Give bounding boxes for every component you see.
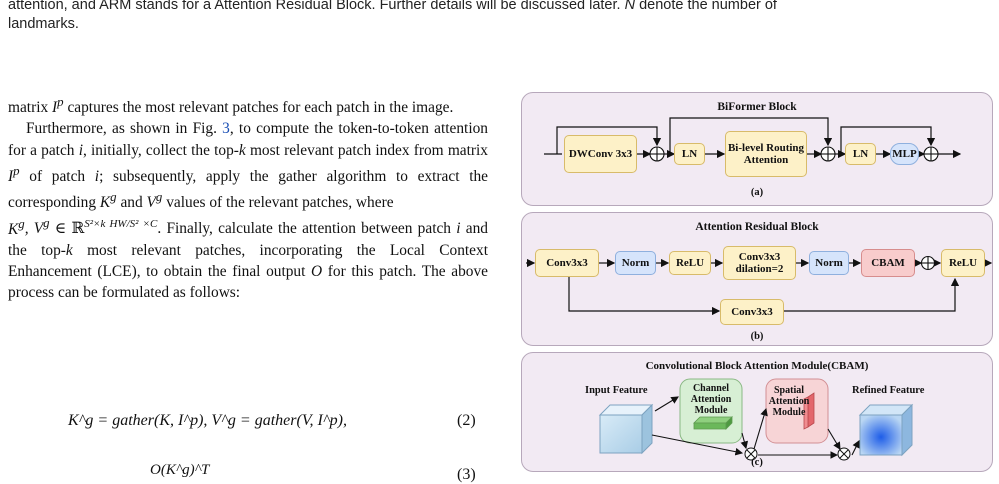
mlp-block: MLP	[890, 143, 919, 165]
panel-c-title: Convolutional Block Attention Module(CBA…	[645, 360, 869, 372]
symbol-kg-base: K	[99, 194, 111, 212]
symbol-vg: Vg	[146, 190, 163, 212]
symbol-k: k	[238, 141, 246, 159]
symbol-kg-sup: g	[110, 190, 117, 205]
text-span: for this patch. The above process can be…	[8, 262, 488, 302]
symbol-kg: Kg	[99, 190, 117, 212]
text-span: values of the relevant patches, where	[162, 194, 394, 212]
panel-attention-residual: Attention Residual Block Conv3x3 Norm Re…	[521, 212, 993, 346]
input-feature-label: Input Feature	[585, 385, 648, 396]
equation-3-number: (3)	[457, 466, 476, 483]
symbol-vg-base: V	[146, 194, 156, 212]
text-span: of patch	[19, 167, 95, 185]
relu-block-2: ReLU	[941, 249, 985, 277]
panel-a-title: BiFormer Block	[717, 101, 797, 113]
refined-feature-cube	[858, 403, 914, 457]
paragraph-1: matrix Ip captures the most relevant pat…	[8, 92, 488, 118]
real-space-exponent: S²×k HW/S² ×C	[84, 218, 158, 231]
figure-caption: attention, and ARM stands for a Attentio…	[8, 0, 993, 34]
panel-c-label: (c)	[751, 457, 763, 468]
input-feature-cube	[598, 403, 654, 455]
panel-cbam: Convolutional Block Attention Module(CBA…	[521, 352, 993, 472]
text-span: and the top-	[8, 220, 488, 259]
symbol-ip-sup: p	[13, 163, 20, 178]
symbol-ip: Ip	[8, 164, 20, 185]
panel-biformer: BiFormer Block DWConv 3x3 LN Bi-level Ro…	[521, 92, 993, 206]
routing-attention-block: Bi-level Routing Attention	[725, 131, 807, 177]
caption-symbol-n: N	[624, 0, 636, 13]
text-span: most relevant patch index from matrix	[245, 141, 489, 159]
relu-block-1: ReLU	[669, 251, 711, 275]
biformer-wires	[544, 117, 962, 162]
text-span: matrix	[8, 99, 53, 117]
refined-feature-label: Refined Feature	[852, 385, 925, 396]
panel-b-label: (b)	[750, 331, 764, 342]
symbol-i-var: i	[94, 167, 100, 185]
equation-3-partial: O(K^g)^T	[150, 462, 210, 478]
ln-block-1: LN	[674, 143, 705, 165]
channel-attention-label: Channel Attention Module	[690, 382, 732, 416]
caption-last-line: landmarks.	[8, 16, 79, 32]
text-span: most relevant patches, incorporating the…	[8, 241, 488, 280]
paragraph-3: Kg, Vg ∈ ℝS²×k HW/S² ×C. Finally, calcul…	[8, 213, 488, 303]
figure-ref-link[interactable]: 3	[222, 120, 230, 138]
text-span: . Finally, calculate the attention betwe…	[157, 220, 457, 238]
residual-wires	[526, 255, 992, 316]
panel-b-title: Attention Residual Block	[695, 221, 819, 233]
cbam-block: CBAM	[861, 249, 915, 277]
text-span: , to compute the token-to-token attentio…	[8, 120, 488, 159]
equation-2: K^g = gather(K, I^p), V^g = gather(V, I^…	[68, 412, 347, 429]
symbol-o: O	[311, 262, 323, 280]
symbol-kg2-base: K	[8, 220, 19, 238]
text-span: ; subsequently, apply the gather algorit…	[8, 167, 488, 212]
symbol-i: Ip	[52, 95, 64, 117]
cbam-diagram	[598, 378, 914, 461]
skip-conv-block: Conv3x3	[720, 299, 784, 325]
symbol-i-var: i	[78, 141, 83, 159]
text-span: ∈ ℝ	[49, 220, 85, 238]
ln-block-2: LN	[845, 143, 876, 165]
symbol-ip-base: I	[8, 167, 14, 185]
paragraph-2: Furthermore, as shown in Fig. 3, to comp…	[8, 118, 488, 213]
symbol-v-sup: g	[43, 216, 50, 231]
caption-text: attention, and ARM stands for a Attentio…	[8, 0, 621, 13]
symbol-i-base: I	[52, 99, 58, 117]
text-span: Furthermore, as shown in Fig.	[26, 120, 223, 138]
body-text: matrix Ip captures the most relevant pat…	[8, 92, 488, 303]
panel-a-label: (a)	[750, 187, 764, 198]
symbol-vg-sup: g	[155, 190, 163, 205]
symbol-i-sup: p	[57, 95, 64, 109]
text-span: and	[116, 194, 147, 212]
equation-2-number: (2)	[457, 412, 476, 429]
symbol-kg2: Kg	[8, 216, 25, 238]
spatial-attention-label: Spatial Attention Module	[768, 384, 810, 418]
text-span: , initially, collect the top-	[82, 141, 239, 159]
symbol-k: k	[65, 241, 73, 259]
text-span: captures the most relevant patches for e…	[63, 99, 454, 117]
conv3x3-block: Conv3x3	[535, 249, 599, 277]
symbol-i-var: i	[456, 220, 461, 238]
symbol-v-base: , V	[24, 220, 44, 238]
dilated-conv-block: Conv3x3 dilation=2	[723, 246, 796, 280]
caption-text-n: denote the number of	[635, 0, 777, 13]
symbol-kg2-sup: g	[18, 216, 25, 231]
dwconv-block: DWConv 3x3	[564, 135, 637, 173]
norm-block-2: Norm	[809, 251, 849, 275]
norm-block-1: Norm	[615, 251, 656, 275]
